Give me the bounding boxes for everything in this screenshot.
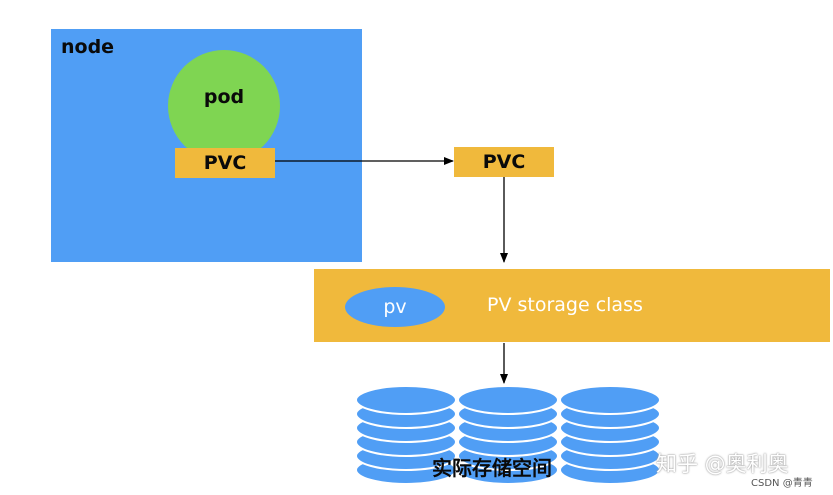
database-icon xyxy=(457,385,559,485)
database-icon xyxy=(355,385,457,485)
pv-ellipse: pv xyxy=(345,287,445,327)
storage-space-label: 实际存储空间 xyxy=(432,456,552,480)
disk-stack-middle xyxy=(457,385,559,485)
zhihu-watermark: 知乎 @奥利奥 xyxy=(656,452,789,476)
pvc-outer-label: PVC xyxy=(482,151,526,173)
disk-stack-left xyxy=(355,385,457,485)
pod-label: pod xyxy=(203,86,245,108)
disk-stack-right xyxy=(559,385,661,485)
pvc-inner-box: PVC xyxy=(175,148,275,178)
database-icon xyxy=(559,385,661,485)
pod-circle: pod xyxy=(168,50,280,162)
pvc-inner-label: PVC xyxy=(203,152,247,174)
pv-storage-class-box: pv PV storage class xyxy=(314,269,830,342)
node-label: node xyxy=(61,36,115,58)
storage-class-label: PV storage class xyxy=(487,294,643,316)
pv-label: pv xyxy=(383,296,407,318)
csdn-watermark: CSDN @青青 xyxy=(751,478,813,489)
pvc-outer-box: PVC xyxy=(454,147,554,177)
